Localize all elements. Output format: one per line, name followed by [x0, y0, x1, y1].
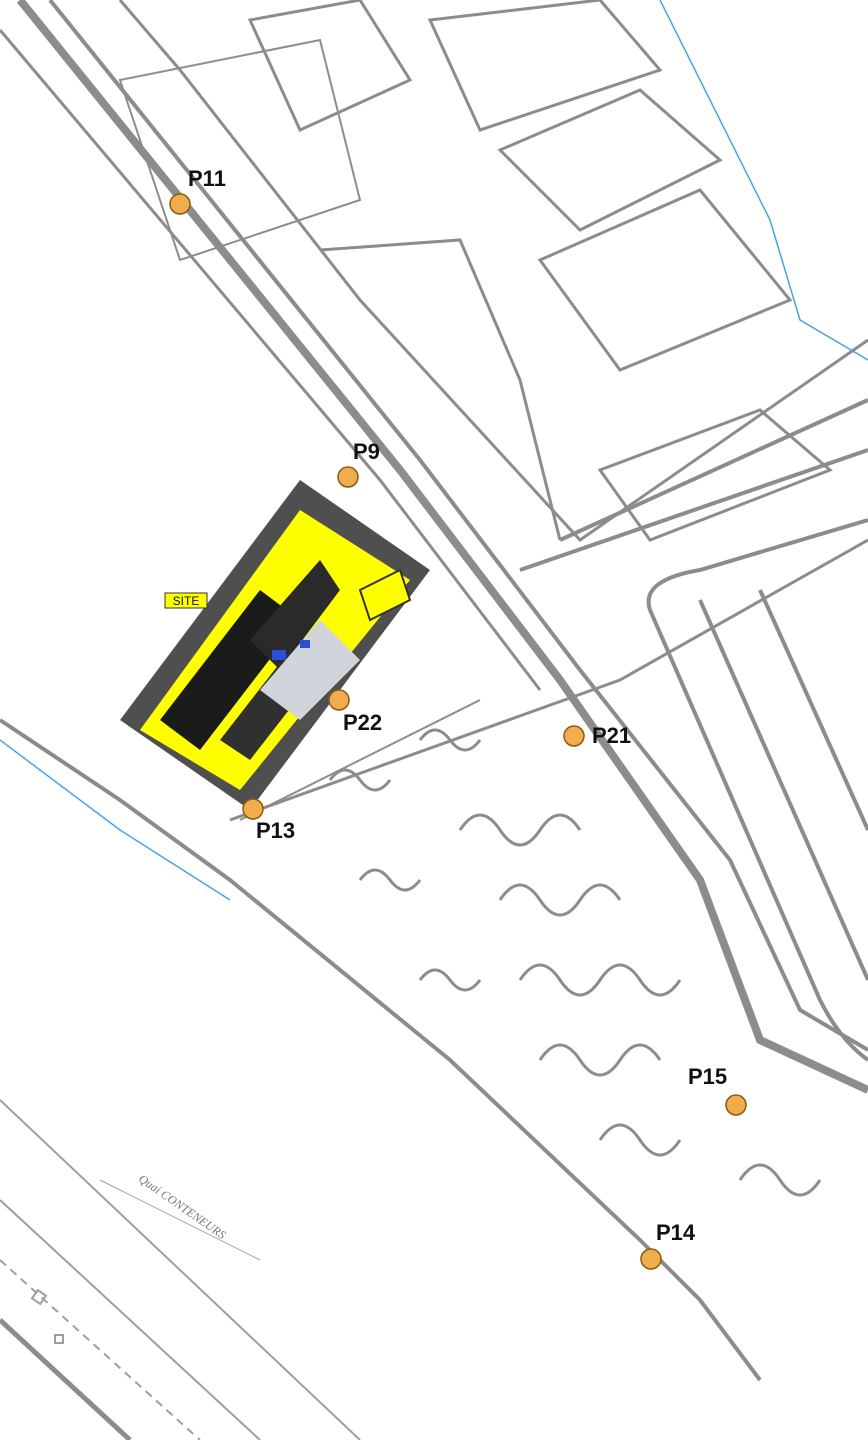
point-marker [328, 689, 350, 711]
point-label: P14 [656, 1220, 696, 1245]
point-marker [563, 725, 585, 747]
point-label: P13 [256, 818, 295, 843]
site-area [120, 480, 430, 810]
point-p22[interactable]: P22 [328, 689, 382, 735]
point-label: P21 [592, 723, 631, 748]
site-label-box: SITE [164, 592, 208, 609]
parcel-outlines [118, 0, 833, 542]
point-marker [725, 1094, 747, 1116]
point-label: P11 [188, 166, 226, 191]
quay-structures [0, 1099, 361, 1440]
point-marker [242, 798, 264, 820]
runway-area [519, 398, 868, 1062]
highway [0, 0, 868, 1094]
point-p11[interactable]: P11 [169, 166, 226, 215]
point-p14[interactable]: P14 [640, 1220, 696, 1270]
point-label: P22 [343, 710, 382, 735]
vegetation-cluster [328, 728, 822, 1197]
point-marker [337, 466, 359, 488]
point-label: P9 [353, 439, 380, 464]
point-p21[interactable]: P21 [563, 723, 631, 748]
coastline [0, 0, 868, 1382]
site-label: SITE [173, 594, 200, 608]
point-p9[interactable]: P9 [337, 439, 380, 488]
sampling-points: P11 P9 P22 P21 P13 P15 P14 [169, 166, 747, 1270]
point-p15[interactable]: P15 [688, 1064, 747, 1116]
point-p13[interactable]: P13 [242, 798, 295, 843]
point-label: P15 [688, 1064, 727, 1089]
point-marker [169, 193, 191, 215]
point-marker [640, 1248, 662, 1270]
